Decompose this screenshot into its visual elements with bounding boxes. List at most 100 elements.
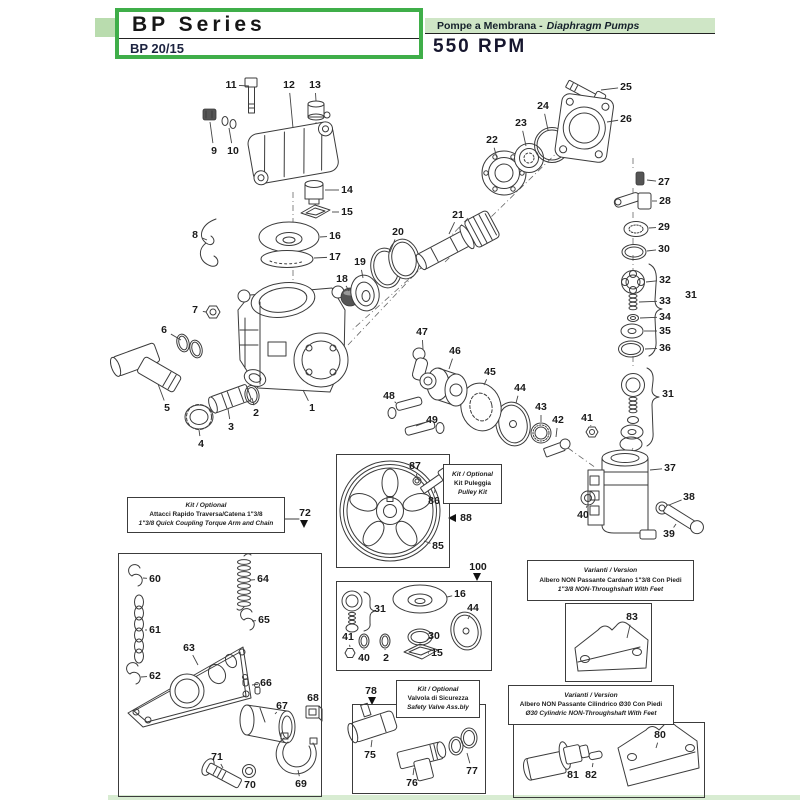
leader-line-20 — [390, 239, 395, 252]
leader-line-25 — [601, 88, 618, 90]
kit-label-line: Pulley Kit — [457, 489, 488, 497]
part-39-bolt-drawing — [662, 502, 706, 536]
part-67-sleeve-drawing — [240, 705, 295, 743]
part-5-elbow-fitting-drawing — [108, 342, 181, 392]
kit100-valve-drawing — [342, 591, 375, 632]
kit-72-arrow — [300, 520, 308, 528]
leader-line-3 — [228, 409, 230, 419]
leader-line-38 — [669, 500, 682, 505]
leader-line-48 — [395, 402, 396, 403]
leader-line-67 — [275, 712, 277, 714]
pulley-kit-parts-box — [336, 454, 450, 568]
subtitle-band: Pompe a Membrana - Diaphragm Pumps — [425, 18, 715, 34]
part-83-foot-bracket-drawing — [575, 622, 648, 671]
part-12-cylinder-head-drawing — [246, 121, 340, 186]
part-69-clamp-drawing — [276, 733, 317, 774]
kit-label-line: Valvola di Sicurezza — [407, 695, 469, 703]
torque-kit-parts-box — [118, 553, 322, 797]
leader-line-5 — [158, 384, 164, 401]
part-81-shaft-drawing — [520, 737, 592, 781]
kit100-nut41-drawing — [345, 649, 355, 658]
repair-kit-100-box — [336, 581, 492, 671]
leader-line-83 — [627, 625, 630, 638]
part-4-ring-nut-drawing — [185, 405, 213, 430]
leader-line-12 — [290, 93, 293, 128]
rpm-value: 550 RPM — [433, 36, 527, 57]
leader-line-13 — [315, 93, 316, 101]
kit100-gasket15-drawing — [404, 644, 438, 659]
leader-line-6 — [171, 334, 181, 340]
part-9-plug-drawing — [203, 109, 216, 120]
valve-assembly-2-drawing — [620, 368, 659, 451]
part-61-chain-drawing — [135, 595, 144, 663]
part-30-oring-drawing — [622, 245, 646, 260]
variant-label-line: Albero NON Passante Cardano 1"3/8 Con Pi… — [539, 576, 682, 584]
page-title: BP Series — [119, 12, 419, 39]
leader-line-34 — [640, 317, 657, 318]
variant-label-line: Varianti / Version — [583, 567, 638, 575]
part-1-pump-casing-drawing — [238, 279, 348, 392]
part-11-bolt-drawing — [245, 78, 257, 113]
part-3-fitting-drawing — [207, 384, 252, 414]
part-41-nut-drawing — [586, 427, 598, 437]
leader-line-10 — [229, 128, 232, 143]
part-49-pin-drawing — [404, 420, 444, 435]
leader-line-24 — [545, 114, 548, 130]
leader-line-16 — [447, 596, 452, 597]
part-76-tee-fitting-drawing — [397, 741, 452, 785]
part-71-bolt-drawing — [199, 757, 244, 792]
part-27-pin-drawing — [636, 172, 644, 185]
part-80-foot-bracket-drawing — [618, 723, 699, 787]
leader-line-69 — [298, 770, 299, 776]
leader-line-66 — [252, 684, 258, 685]
leader-line-82 — [592, 763, 593, 767]
leader-line-2 — [252, 398, 254, 405]
bracket-31b — [647, 368, 659, 446]
leader-line-44 — [516, 396, 518, 403]
part-48-pin-drawing — [388, 397, 423, 419]
variant-cardano-parts-box — [565, 603, 652, 682]
leader-line-49 — [416, 423, 425, 426]
leader-line-11 — [239, 85, 249, 86]
variant-label-line: 1"3/8 NON-Throughshaft With Feet — [557, 585, 664, 593]
kit-label-line: Kit Puleggia — [454, 480, 491, 488]
part-60-s-hook-drawing — [129, 565, 143, 586]
part-8-clip-drawing — [200, 219, 217, 266]
kit-label-line: Safety Valve Ass.bly — [407, 704, 469, 712]
kit-label-line: 1"3/8 Quick Coupling Torque Arm and Chai… — [138, 520, 274, 528]
subtitle-italian: Pompe a Membrana - — [437, 19, 543, 32]
leader-line-26 — [607, 120, 618, 122]
kit100-oring40-drawing — [359, 634, 369, 648]
kit100-oring2-drawing — [380, 634, 390, 648]
leader-line-30 — [427, 637, 432, 640]
part-45-diaphragm-support-drawing — [456, 379, 505, 434]
variant-cardano-label-box: Varianti / Version Albero NON Passante C… — [527, 560, 694, 601]
leader-line-77 — [467, 753, 470, 763]
part-6-washers-drawing — [175, 333, 204, 359]
part-23-seal-drawing — [515, 144, 544, 173]
variant-label-line: Ø30 Cylindric NON-Throughshaft With Feet — [525, 710, 657, 718]
kit100-disc44-drawing — [448, 610, 484, 653]
leader-line-33 — [639, 301, 657, 302]
leader-line-18 — [346, 286, 349, 291]
part-7-nut-drawing — [206, 306, 220, 318]
part-68-square-nut-drawing — [306, 706, 322, 721]
subtitle-english: Diaphragm Pumps — [546, 19, 640, 32]
leader-line-87 — [416, 474, 417, 477]
safety-valve-label-box: Kit / Optional Valvola di Sicurezza Safe… — [396, 680, 480, 718]
part-43-disc-drawing — [531, 423, 551, 443]
part-82-key-drawing — [589, 751, 603, 761]
leader-line-80 — [656, 743, 658, 748]
leader-lines — [141, 85, 682, 778]
part-19-flanged-disc-drawing — [348, 272, 383, 313]
leader-line-40 — [586, 506, 587, 508]
leader-line-32 — [646, 281, 657, 282]
leader-line-21 — [449, 222, 455, 234]
part-17-disc-drawing — [261, 251, 313, 268]
kit-label-line: Attacci Rapido Traversa/Catena 1"3/8 — [149, 511, 263, 519]
leader-line-76 — [413, 768, 414, 775]
part-28-fork-lever-drawing — [613, 192, 651, 209]
torque-kit-label-box: Kit / Optional Attacci Rapido Traversa/C… — [127, 497, 285, 533]
kit-label-line: Kit / Optional — [451, 470, 494, 478]
part-29-disc-drawing — [624, 222, 648, 237]
